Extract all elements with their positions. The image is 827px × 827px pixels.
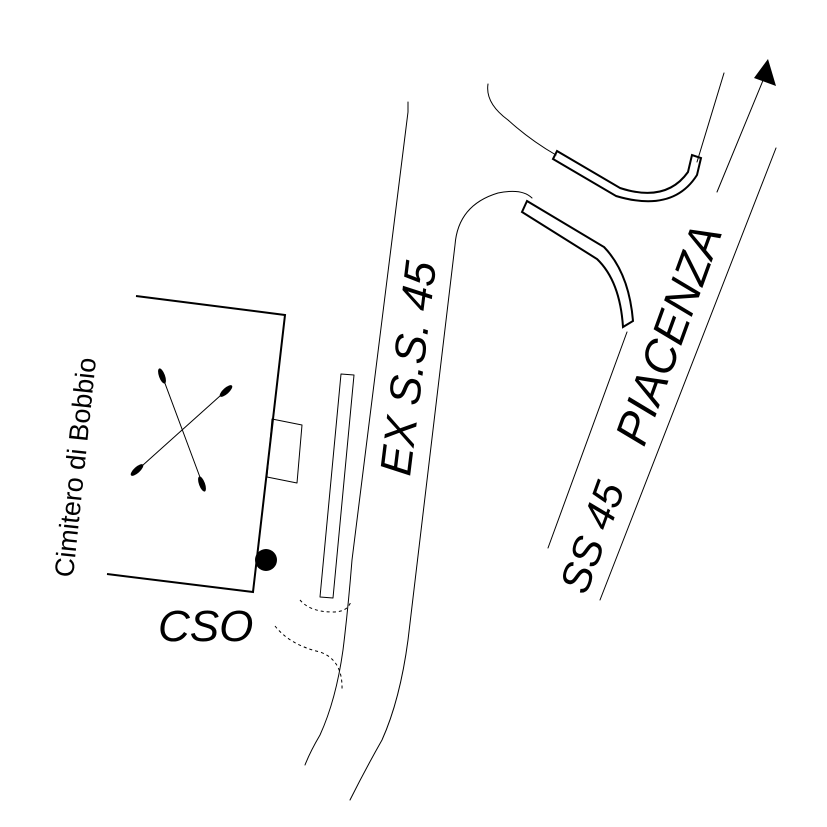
upper-curb-island (551, 149, 703, 203)
cso-marker-icon (255, 549, 277, 571)
crossed-torches-icon (130, 368, 233, 492)
ss-road-right-edge (599, 147, 777, 601)
parking-strip (319, 373, 355, 599)
ss-road-left-edge (487, 83, 557, 156)
cemetery-label: Cimitero di Bobbio (49, 356, 102, 579)
ss45-road (487, 72, 777, 601)
direction-arrow-icon (716, 59, 776, 193)
cemetery-outline (106, 295, 287, 594)
ex-road-right-edge (349, 190, 533, 801)
piacenza-label: PIACENZA (605, 217, 733, 451)
ss-road-junction-edge (696, 72, 725, 163)
cemetery-building (106, 295, 303, 594)
ex-road-label: EX S.S. 45 (371, 258, 446, 478)
ex-ss45-road (304, 101, 533, 801)
dashed-path-upper (299, 599, 352, 613)
ss-road-lower-left-edge (547, 331, 628, 549)
dashed-path-lower (274, 625, 343, 691)
ss-road-label: SS 45 (550, 475, 634, 599)
ex-road-left-edge (304, 101, 409, 766)
cemetery-annex (266, 418, 303, 484)
cso-label: CSO (158, 602, 253, 651)
lower-curb-island (520, 199, 635, 329)
